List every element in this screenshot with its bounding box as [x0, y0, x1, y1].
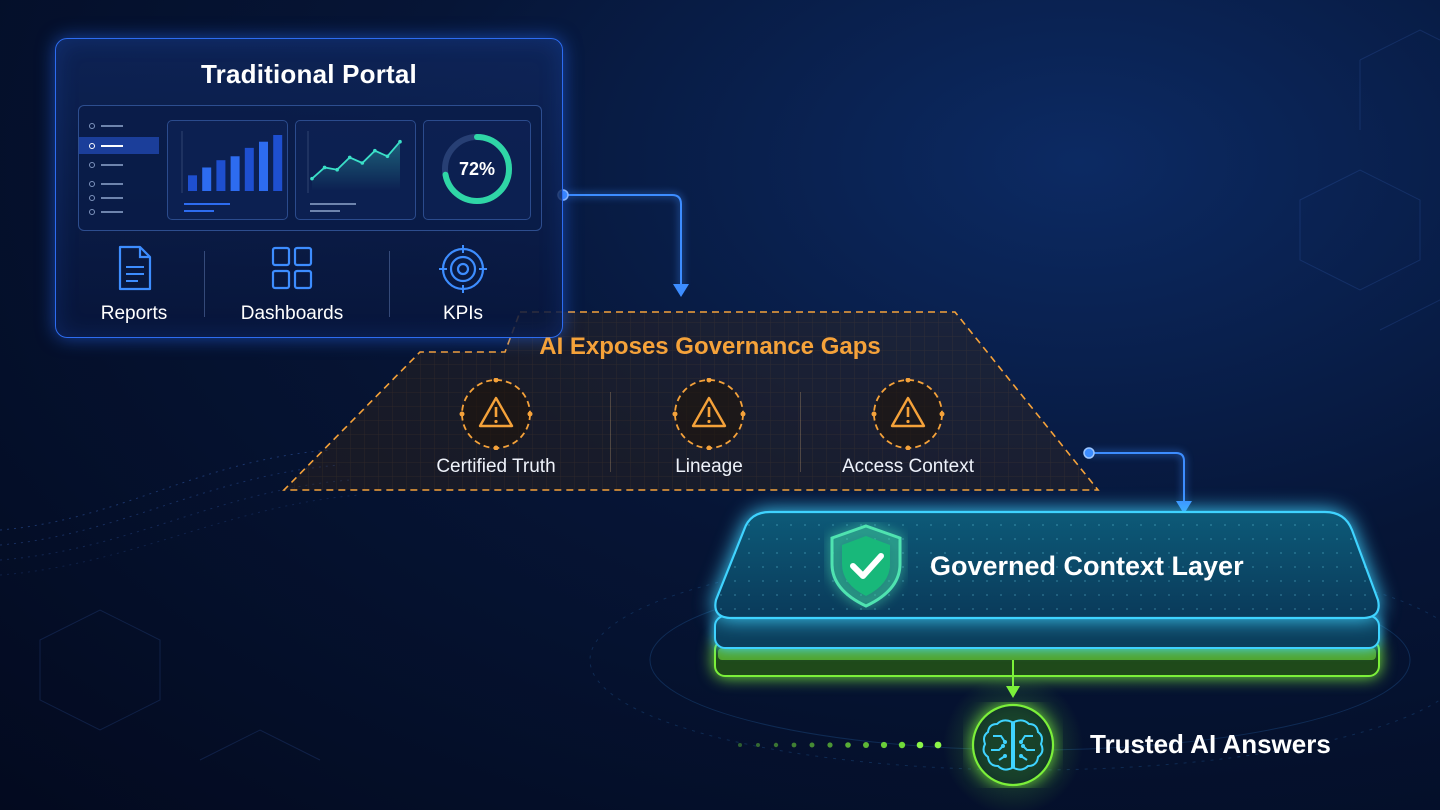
feature-reports: Reports: [64, 245, 204, 325]
gap-item-lineage: Lineage: [619, 378, 799, 478]
divider: [800, 392, 801, 472]
line-series: [311, 141, 401, 180]
bar-mark: [216, 160, 226, 191]
line-point: [360, 161, 365, 165]
gauge: [442, 134, 512, 204]
brain-circuit-icon: [971, 703, 1055, 787]
document-icon: [118, 245, 152, 291]
bar-mark: [273, 135, 283, 191]
dotted-trail: [738, 741, 942, 749]
connector-portal-to-gaps: [557, 189, 689, 297]
governed-layer-stack: [714, 510, 1380, 677]
line-point: [398, 139, 402, 144]
bar-mark: [230, 156, 240, 191]
connector-gaps-to-layer: [1083, 447, 1192, 514]
bar-chart-card: [167, 120, 288, 220]
line-point: [373, 148, 377, 153]
trusted-answers-title: Trusted AI Answers: [1090, 729, 1331, 759]
line-area: [312, 141, 400, 191]
portal-title: Traditional Portal: [201, 59, 417, 89]
bar-mark: [188, 175, 197, 191]
feature-label: Dashboards: [240, 303, 344, 324]
feature-label: Reports: [100, 303, 168, 324]
grid-icon: [271, 246, 313, 290]
gauge-fill: [442, 134, 512, 204]
mini-sidebar: [79, 106, 159, 230]
warning-icon: [672, 378, 746, 450]
mini-dashboard: 72%: [78, 105, 542, 231]
line-point: [310, 176, 314, 181]
bar-chart: [181, 131, 283, 212]
line-point: [322, 165, 327, 170]
line-point: [385, 154, 390, 159]
bar-mark: [259, 141, 268, 191]
governed-layer-title: Governed Context Layer: [930, 551, 1244, 581]
divider: [204, 251, 205, 317]
warning-icon: [459, 378, 533, 450]
gap-label: Certified Truth: [436, 456, 556, 477]
gap-item-access-context: Access Context: [818, 378, 998, 478]
target-icon: [439, 245, 487, 293]
gauge-card: 72%: [423, 120, 531, 220]
line-point: [335, 167, 339, 172]
gap-label: Lineage: [675, 456, 743, 477]
bar-mark: [244, 147, 254, 191]
feature-dashboards: Dashboards: [222, 245, 362, 325]
gauge-percent: 72%: [458, 159, 496, 179]
divider: [389, 251, 390, 317]
feature-label: KPIs: [442, 303, 484, 324]
feature-kpis: KPIs: [393, 245, 533, 325]
gaps-title: AI Exposes Governance Gaps: [539, 333, 881, 360]
divider: [610, 392, 611, 472]
bar-mark: [202, 167, 212, 191]
line-point: [347, 155, 352, 160]
shield-check-icon: [830, 524, 902, 608]
line-chart-card: [295, 120, 416, 220]
warning-icon: [871, 378, 945, 450]
gap-label: Access Context: [842, 456, 974, 477]
line-chart: [307, 131, 402, 212]
background-hex-lines: [39, 29, 1440, 761]
gap-item-certified-truth: Certified Truth: [406, 378, 586, 478]
traditional-portal-panel: Traditional Portal: [55, 38, 563, 338]
